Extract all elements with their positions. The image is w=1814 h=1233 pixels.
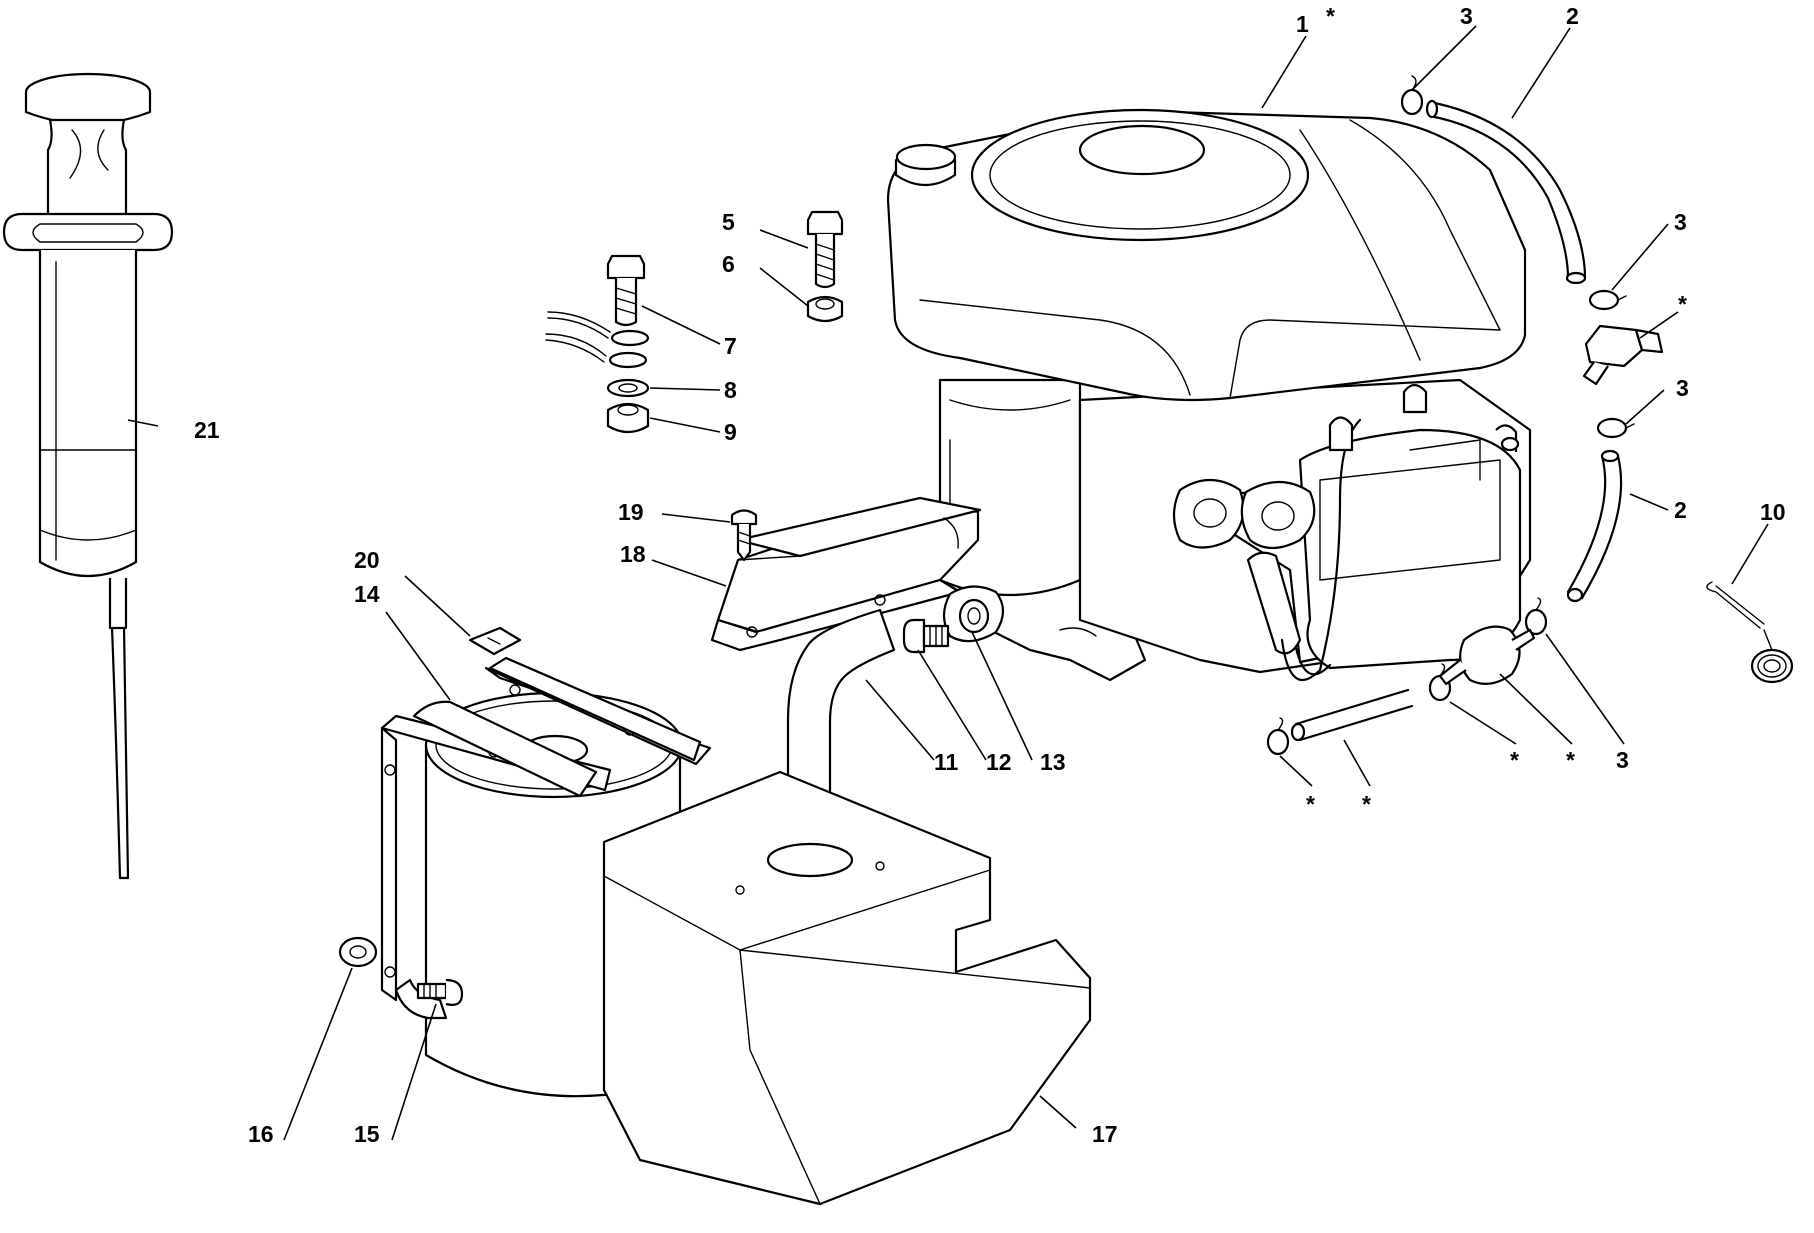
label-part-3-d: 3 <box>1616 747 1629 773</box>
label-star-d: * <box>1306 791 1315 817</box>
label-part-1: 1 <box>1296 11 1309 37</box>
label-part-14: 14 <box>354 581 380 607</box>
part-labels: 1 * 3 2 3 * 3 2 10 3 * * * * 5 6 7 8 9 1… <box>194 3 1786 1147</box>
label-part-2-b: 2 <box>1674 497 1687 523</box>
lock-washer-part-8 <box>606 378 650 398</box>
bolt-part-15 <box>416 978 464 1006</box>
label-star-b: * <box>1510 747 1519 773</box>
exhaust-flange-part-13 <box>942 585 1005 643</box>
fuel-hose-part-2-lower <box>1566 449 1623 603</box>
fuel-hose-part-2-upper <box>1425 99 1587 285</box>
syringe-part-21 <box>2 72 174 880</box>
label-part-12: 12 <box>986 749 1012 775</box>
grommet-part-16 <box>338 936 378 968</box>
label-part-9: 9 <box>724 419 737 445</box>
label-part-18: 18 <box>620 541 646 567</box>
fuel-filter <box>1438 625 1536 686</box>
label-part-21: 21 <box>194 417 220 443</box>
label-part-6: 6 <box>722 251 735 277</box>
label-part-7: 7 <box>724 333 737 359</box>
clip-nut-part-20 <box>468 626 522 656</box>
heat-shield-part-17 <box>602 770 1092 1206</box>
nut-part-6 <box>806 295 844 323</box>
label-part-1-star: * <box>1326 3 1335 29</box>
label-part-8: 8 <box>724 377 737 403</box>
label-part-3-a: 3 <box>1460 3 1473 29</box>
label-part-5: 5 <box>722 209 735 235</box>
engine-part-1 <box>886 108 1532 682</box>
label-part-2-a: 2 <box>1566 3 1579 29</box>
screw-part-19 <box>730 509 758 562</box>
label-part-16: 16 <box>248 1121 274 1147</box>
label-part-10: 10 <box>1760 499 1786 525</box>
label-part-19: 19 <box>618 499 644 525</box>
bolt-part-12 <box>902 618 950 654</box>
flange-nut-part-9 <box>606 402 650 434</box>
label-star-a: * <box>1566 747 1575 773</box>
muffler-bracket-part-18 <box>710 496 982 652</box>
label-part-17: 17 <box>1092 1121 1118 1147</box>
label-star-c: * <box>1362 791 1371 817</box>
leader-lines <box>127 25 1769 1141</box>
bolt-part-7 <box>606 254 646 327</box>
label-part-11: 11 <box>934 749 959 775</box>
spring-part-10 <box>1706 581 1794 684</box>
label-part-3-b: 3 <box>1674 209 1687 235</box>
fuel-tap <box>1582 324 1664 386</box>
fuel-hose-short <box>1290 688 1414 742</box>
label-part-3-c: 3 <box>1676 375 1689 401</box>
wire-terminals <box>545 311 650 369</box>
label-part-20: 20 <box>354 547 380 573</box>
label-part-15: 15 <box>354 1121 380 1147</box>
label-part-13: 13 <box>1040 749 1066 775</box>
bolt-part-5 <box>806 210 844 289</box>
label-fuel-tap-star: * <box>1678 291 1687 317</box>
